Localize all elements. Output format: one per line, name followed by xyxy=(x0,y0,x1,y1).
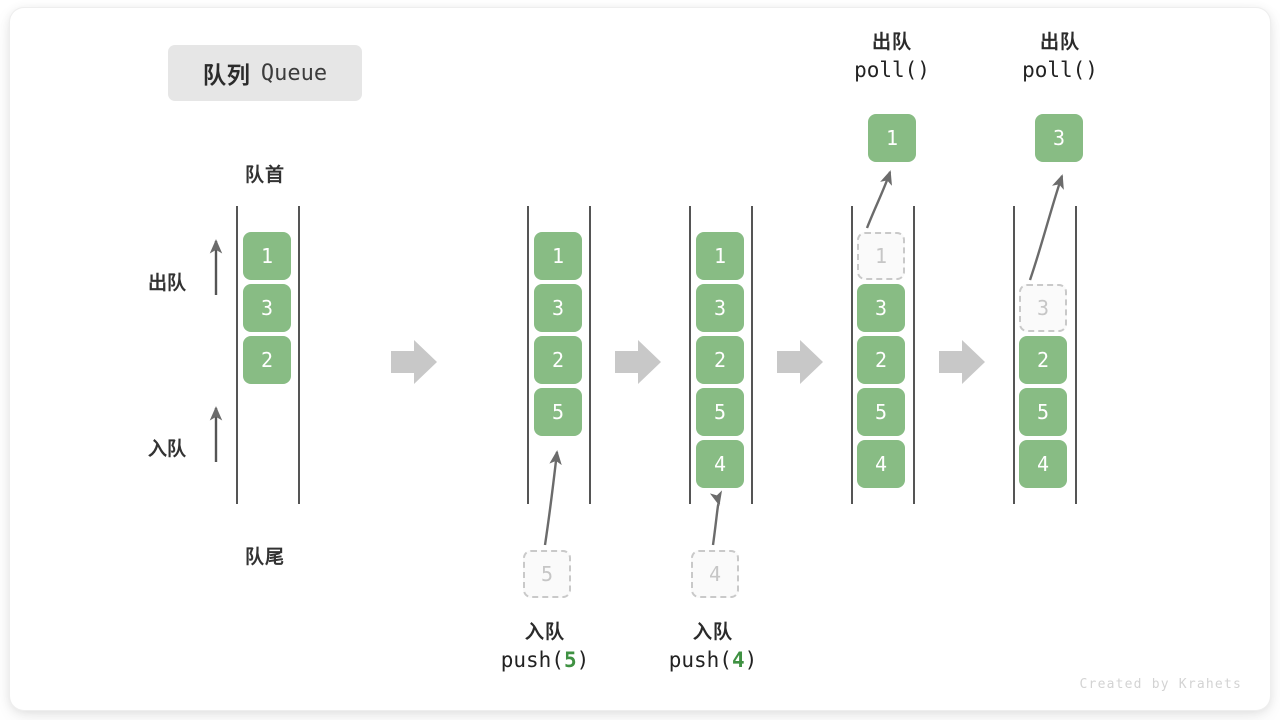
queue-cell: 2 xyxy=(1019,336,1067,384)
queue-cell: 2 xyxy=(243,336,291,384)
operation-code: poll() xyxy=(854,57,930,82)
rail-right xyxy=(589,206,591,504)
queue-cell: 5 xyxy=(857,388,905,436)
queue-cell: 3 xyxy=(534,284,582,332)
rail-left xyxy=(236,206,238,504)
operation-code: poll() xyxy=(1022,57,1098,82)
incoming-ghost-cell-4: 4 xyxy=(691,550,739,598)
poll-3-arrow xyxy=(1028,174,1064,281)
label-enqueue-direction: 入队 xyxy=(148,439,187,460)
push-4-arrow xyxy=(709,490,723,546)
queue-cell: 2 xyxy=(696,336,744,384)
transition-arrow-2 xyxy=(615,340,661,384)
queue-cell: 1 xyxy=(534,232,582,280)
queue-cell: 5 xyxy=(1019,388,1067,436)
rail-left xyxy=(689,206,691,504)
queue-cell: 5 xyxy=(534,388,582,436)
title-cn: 队列 xyxy=(202,62,251,88)
polled-result-cell-3: 3 xyxy=(1035,114,1083,162)
watermark-credit: Created by Krahets xyxy=(1079,677,1242,692)
transition-arrow-1 xyxy=(391,340,437,384)
operation-label-push-4: 入队 push(4) xyxy=(618,620,808,674)
push-5-arrow xyxy=(543,450,562,546)
queue-cell: 1 xyxy=(243,232,291,280)
label-queue-front: 队首 xyxy=(244,165,285,186)
operation-code: push(5) xyxy=(500,647,590,672)
queue-cell: 3 xyxy=(243,284,291,332)
poll-1-arrow xyxy=(865,170,892,229)
rail-left xyxy=(527,206,529,504)
queue-cell: 2 xyxy=(857,336,905,384)
rail-right xyxy=(1075,206,1077,504)
label-queue-rear: 队尾 xyxy=(244,547,285,568)
rail-left xyxy=(1013,206,1015,504)
incoming-ghost-cell-5: 5 xyxy=(523,550,571,598)
rail-left xyxy=(851,206,853,504)
operation-code: push(4) xyxy=(668,647,758,672)
operation-label-poll-1: 出队 poll() xyxy=(797,30,987,84)
transition-arrow-3 xyxy=(777,340,823,384)
queue-cell: 3 xyxy=(696,284,744,332)
outgoing-ghost-cell: 3 xyxy=(1019,284,1067,332)
operation-name: 出队 xyxy=(871,32,912,53)
polled-result-cell-1: 1 xyxy=(868,114,916,162)
operation-name: 出队 xyxy=(1039,32,1080,53)
diagram-title-badge: 队列 Queue xyxy=(168,45,362,101)
rail-right xyxy=(913,206,915,504)
queue-cell: 4 xyxy=(696,440,744,488)
outgoing-ghost-cell: 1 xyxy=(857,232,905,280)
transition-arrow-4 xyxy=(939,340,985,384)
queue-cell: 2 xyxy=(534,336,582,384)
queue-cell: 5 xyxy=(696,388,744,436)
operation-label-poll-3: 出队 poll() xyxy=(965,30,1155,84)
queue-cell: 4 xyxy=(1019,440,1067,488)
rail-right xyxy=(298,206,300,504)
title-en: Queue xyxy=(260,60,328,86)
label-dequeue-direction: 出队 xyxy=(148,273,187,294)
queue-cell: 1 xyxy=(696,232,744,280)
rail-right xyxy=(751,206,753,504)
operation-label-push-5: 入队 push(5) xyxy=(450,620,640,674)
queue-cell: 4 xyxy=(857,440,905,488)
operation-name: 入队 xyxy=(524,622,565,643)
operation-name: 入队 xyxy=(692,622,733,643)
queue-cell: 3 xyxy=(857,284,905,332)
